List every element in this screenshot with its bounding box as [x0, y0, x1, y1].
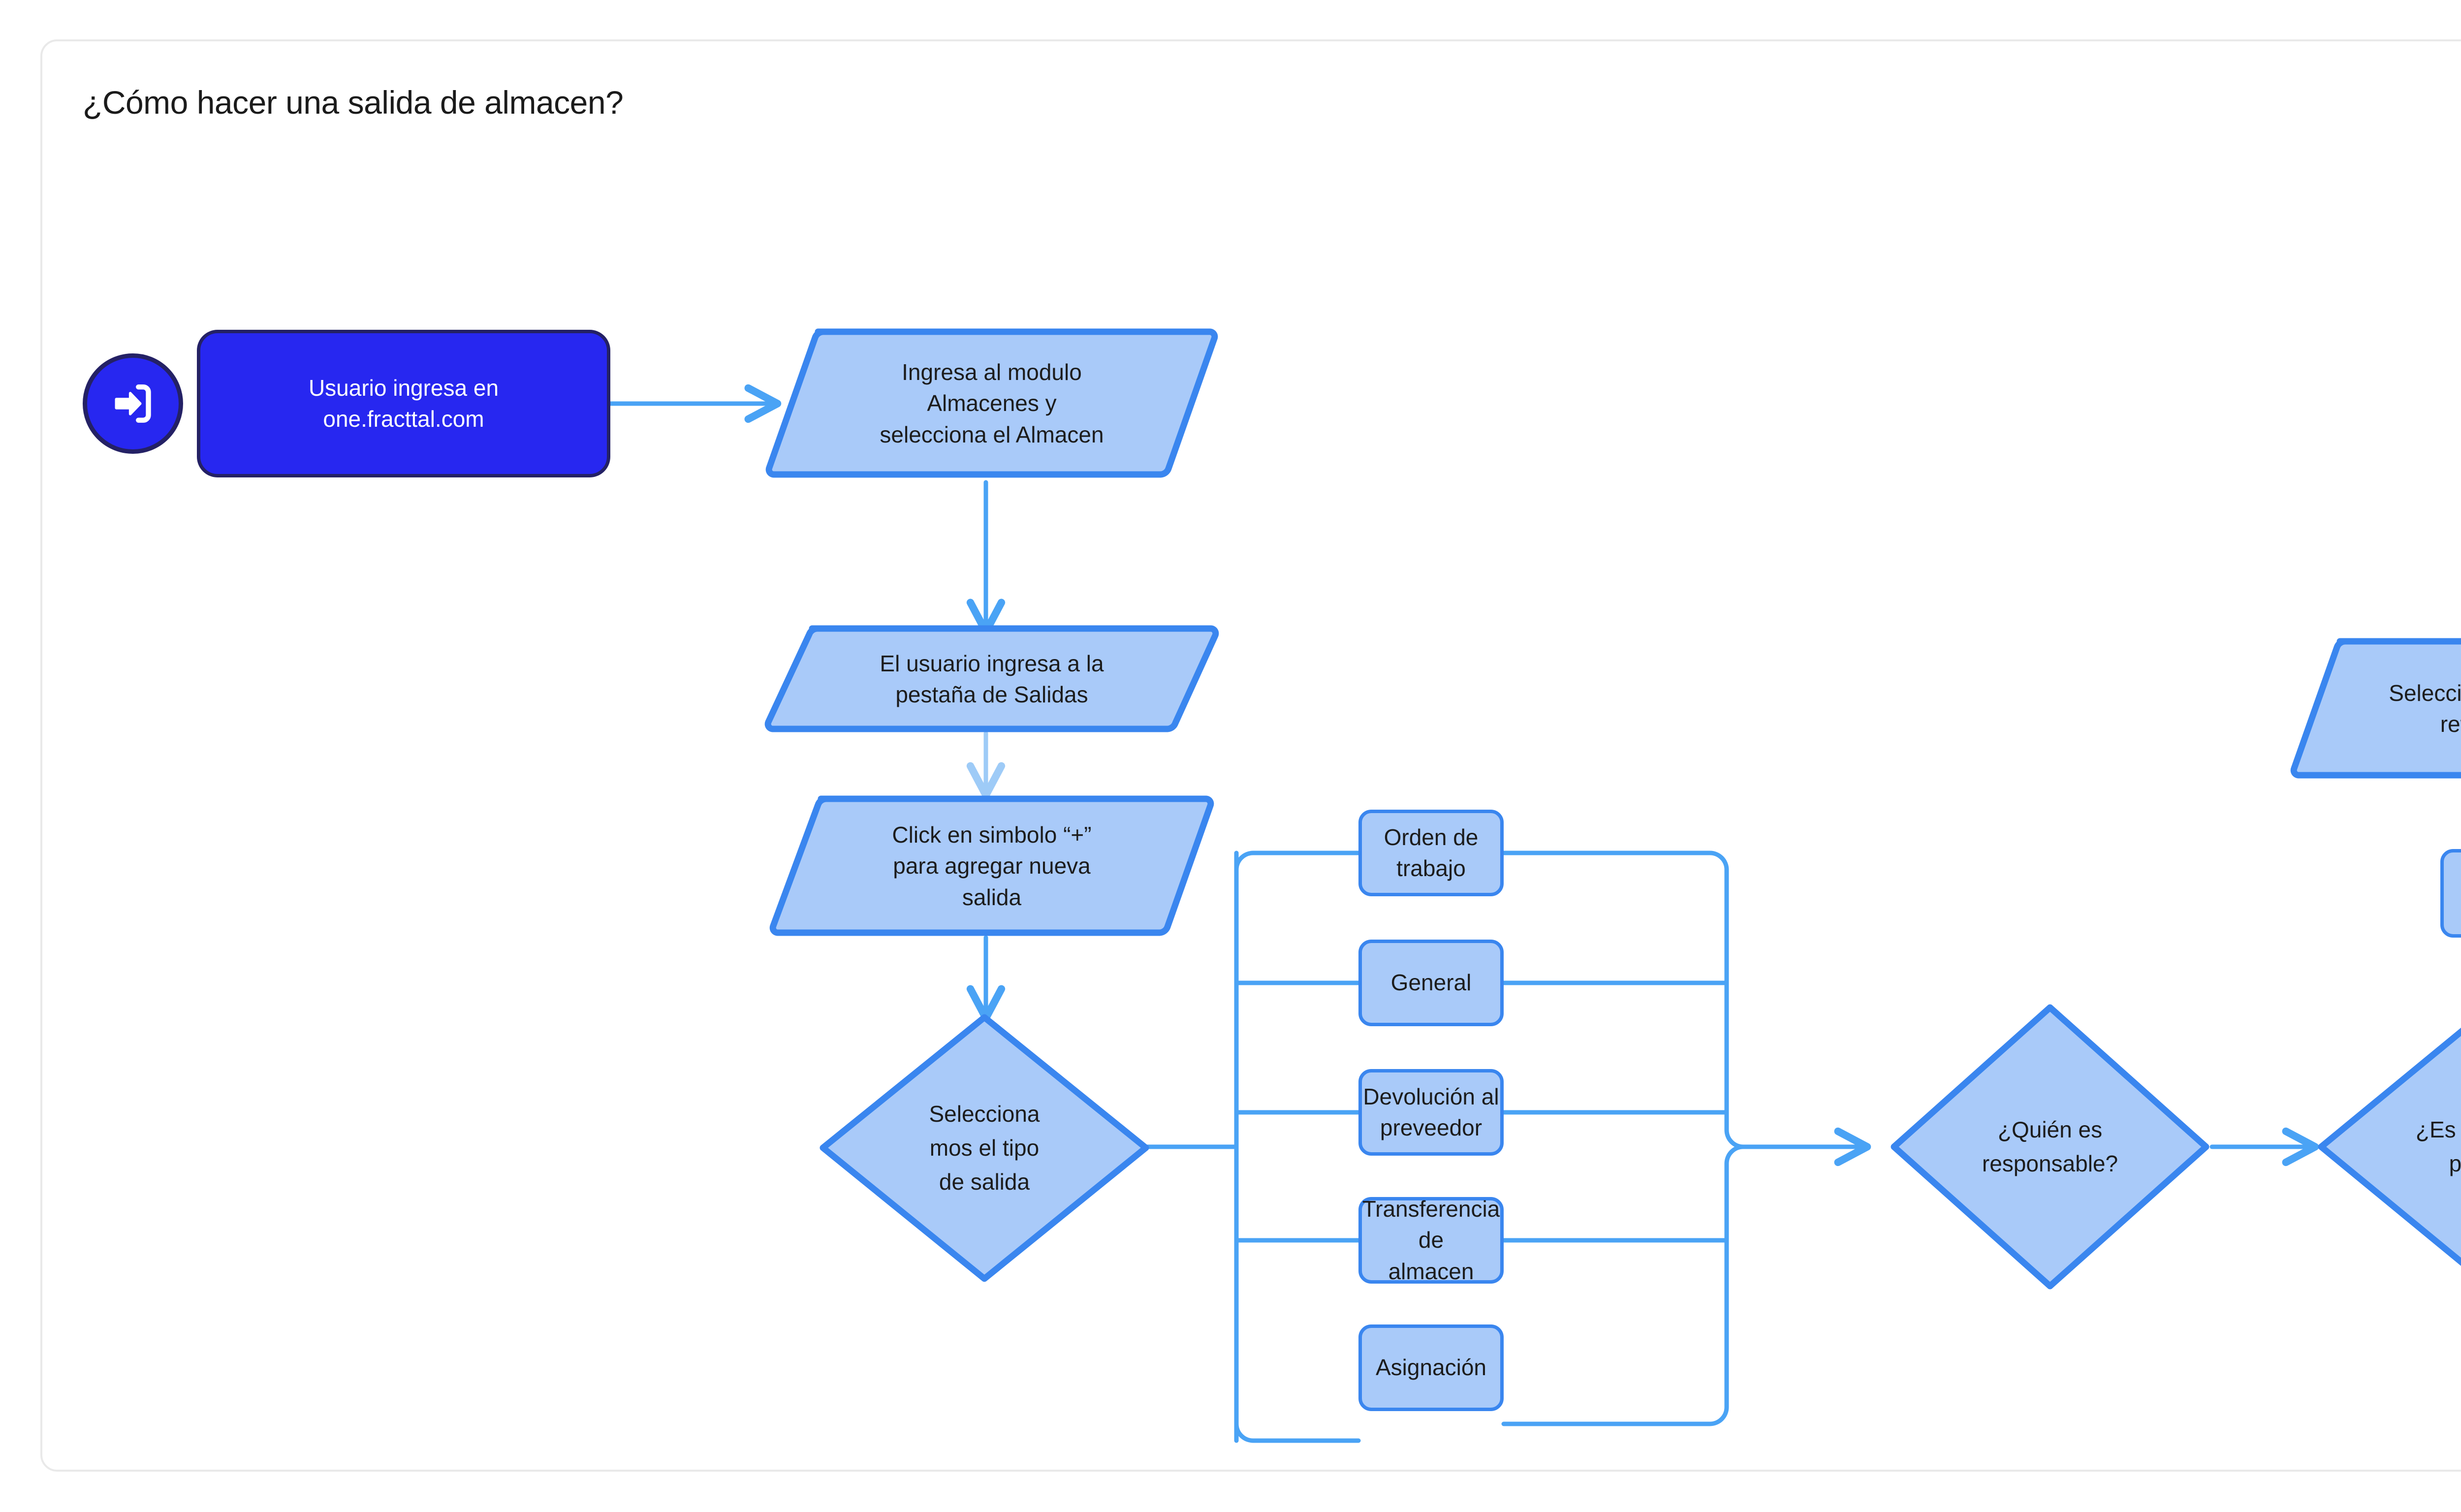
node-selecciona-ot-label: Selecciona la OT en referencia [2389, 680, 2461, 737]
node-salida-por-ot[interactable]: ¿Es una salida por OT? [2315, 1002, 2461, 1292]
parallelogram-shape [2290, 638, 2461, 779]
node-option-asignacion-label: Asignación [1375, 1354, 1487, 1381]
node-quien-responsable-label: ¿Quién es responsable? [1982, 1117, 2118, 1176]
node-option-devolucion-label: Devolución al preveedor [1363, 1083, 1499, 1140]
parallelogram-shape [765, 328, 1218, 478]
parallelogram-shape [769, 795, 1214, 936]
node-option-devolucion[interactable]: Devolución al preveedor [1358, 1069, 1504, 1156]
node-option-general-label: General [1390, 970, 1472, 996]
node-start[interactable]: Usuario ingresa en one.fracttal.com [197, 330, 610, 477]
login-icon [83, 353, 183, 454]
parallelogram-shape [764, 625, 1219, 732]
diamond-shape [1891, 1004, 2209, 1290]
node-ingresa-modulo[interactable]: Ingresa al modulo Almacenes y selecciona… [763, 325, 1221, 482]
diamond-shape [2318, 1027, 2461, 1266]
diamond-shape [820, 1014, 1149, 1282]
node-salida-por-ot-label: ¿Es una salida por OT? [2415, 1117, 2461, 1176]
node-selecciona-ot[interactable]: Selecciona la OT en referencia [2289, 635, 2461, 783]
node-click-mas-label: Click en simbolo “+” para agregar nueva … [892, 821, 1092, 910]
node-option-transferencia-label: Transferencia de almacen [1362, 1196, 1500, 1284]
node-si[interactable]: Si [2440, 849, 2461, 938]
node-option-orden-trabajo[interactable]: Orden de trabajo [1358, 810, 1504, 896]
node-option-asignacion[interactable]: Asignación [1358, 1324, 1504, 1411]
node-ingresa-modulo-label: Ingresa al modulo Almacenes y selecciona… [880, 359, 1104, 447]
node-pestana-salidas-label: El usuario ingresa a la pestaña de Salid… [880, 650, 1104, 707]
node-start-label: Usuario ingresa en one.fracttal.com [308, 375, 499, 432]
node-pestana-salidas[interactable]: El usuario ingresa a la pestaña de Salid… [763, 623, 1221, 736]
node-option-transferencia[interactable]: Transferencia de almacen [1358, 1196, 1504, 1284]
node-option-general[interactable]: General [1358, 940, 1504, 1026]
node-tipo-salida[interactable]: Selecciona mos el tipo de salida [817, 1011, 1152, 1285]
node-option-orden-trabajo-label: Orden de trabajo [1384, 824, 1479, 881]
login-glyph [115, 384, 151, 423]
node-quien-responsable[interactable]: ¿Quién es responsable? [1888, 1002, 2212, 1292]
node-click-mas[interactable]: Click en simbolo “+” para agregar nueva … [768, 792, 1216, 940]
node-tipo-salida-label: Selecciona mos el tipo de salida [929, 1101, 1040, 1195]
page-title: ¿Cómo hacer una salida de almacen? [83, 84, 624, 121]
